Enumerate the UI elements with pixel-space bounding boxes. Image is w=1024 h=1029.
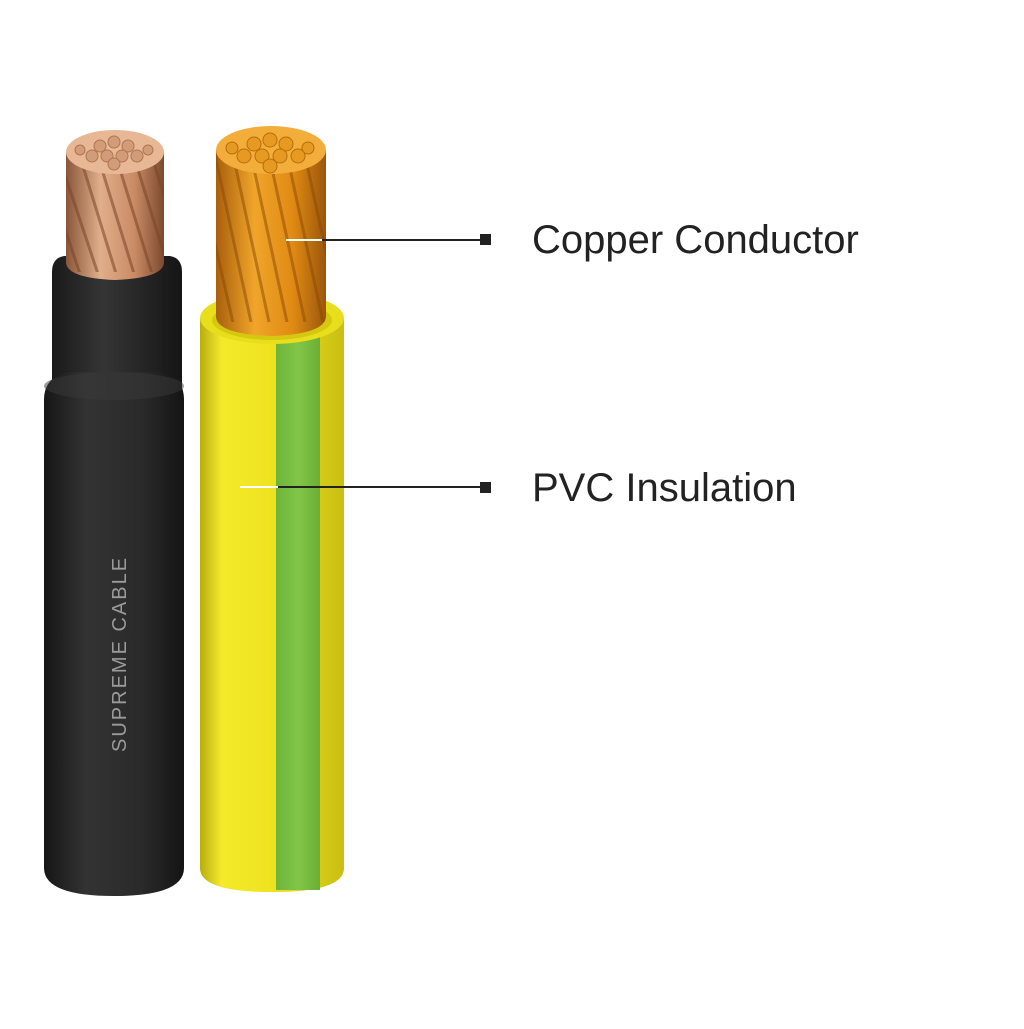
pvc-insulation bbox=[200, 318, 344, 892]
black-cable: SUPREME CABLE bbox=[44, 130, 184, 896]
pvc-insulation-label: PVC Insulation bbox=[532, 466, 797, 510]
square-bullet-icon bbox=[480, 482, 491, 493]
copper-strands bbox=[66, 130, 164, 280]
green-stripe bbox=[276, 330, 320, 890]
black-inner-sheath bbox=[52, 256, 182, 398]
square-bullet-icon bbox=[480, 234, 491, 245]
yellow-green-cable bbox=[200, 126, 344, 892]
brand-print: SUPREME CABLE bbox=[109, 556, 131, 752]
black-outer-jacket bbox=[44, 372, 184, 896]
pvc-leader bbox=[240, 482, 491, 493]
copper-leader bbox=[286, 234, 491, 245]
copper-conductor-label: Copper Conductor bbox=[532, 218, 859, 262]
tinned-copper-strands bbox=[216, 126, 326, 336]
